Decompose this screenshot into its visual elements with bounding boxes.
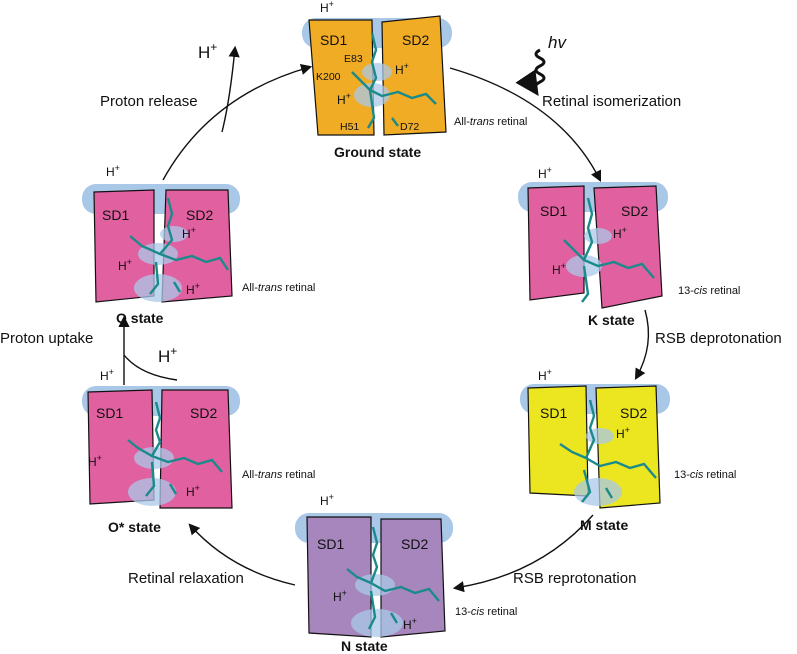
residue-d72: D72 [400, 121, 419, 133]
pocket-e83 [362, 63, 392, 81]
top-proton: H+ [106, 163, 120, 179]
top-proton: H+ [538, 367, 552, 383]
retinal-label: All-trans retinal [242, 469, 315, 481]
retinal-chain [129, 197, 229, 295]
proton-right: H+ [616, 425, 630, 441]
retinal-label: All-trans retinal [242, 282, 315, 294]
sd1-domain [527, 385, 589, 497]
sd2-label: SD2 [186, 207, 213, 223]
sd2-domain [595, 385, 661, 509]
sd1-domain [308, 19, 375, 136]
sd1-label: SD1 [317, 536, 344, 552]
proton-right: H+ [182, 225, 196, 241]
retinal-chain [127, 401, 223, 497]
state-name: N state [341, 638, 388, 654]
state-name: Ground state [334, 144, 421, 160]
sd1-label: SD1 [96, 405, 123, 421]
sd1-label: SD1 [540, 203, 567, 219]
sd2-label: SD2 [402, 32, 429, 48]
sd1-label: SD1 [540, 405, 567, 421]
sd1-label: SD1 [102, 207, 129, 223]
arrow-deprotonation [634, 309, 650, 380]
top-proton: H+ [100, 367, 114, 383]
retinal-chain [346, 526, 440, 630]
proton-mid: H+ [337, 91, 351, 107]
state-name: M state [580, 517, 628, 533]
sd2-domain [161, 189, 233, 303]
label-isomerization: Retinal isomerization [542, 93, 681, 110]
arrow-isomerization [449, 67, 602, 183]
state-name: O state [116, 310, 164, 326]
residue-k200: K200 [316, 71, 341, 83]
sd1-domain [306, 516, 372, 638]
proton-right: H+ [395, 61, 409, 77]
proton-mid: H+ [88, 453, 102, 469]
sd2-label: SD2 [401, 536, 428, 552]
sd2-label: SD2 [190, 405, 217, 421]
proton-mid: H+ [552, 261, 566, 277]
proton-right: H+ [403, 616, 417, 632]
proton-mid: H+ [118, 257, 132, 273]
residue-h51: H51 [340, 121, 359, 133]
label-release: Proton release [100, 93, 198, 110]
uptake-proton: H+ [158, 344, 177, 366]
label-relaxation: Retinal relaxation [128, 570, 244, 587]
proton-right: H+ [613, 225, 627, 241]
k-state: SD1 SD2 H+ H+ H+ K state 13-cis retinal [518, 165, 740, 328]
state-name: K state [588, 312, 635, 328]
label-reprotonation: RSB reprotonation [513, 570, 636, 587]
pocket-low [574, 478, 622, 506]
top-proton: H+ [538, 165, 552, 181]
retinal-label: 13-cis retinal [678, 285, 740, 297]
proton-low: H+ [186, 281, 200, 297]
sd2-domain [159, 389, 233, 509]
light-squiggle-icon [515, 48, 546, 96]
pocket-top [160, 226, 188, 242]
sd2-label: SD2 [621, 203, 648, 219]
cycle-arrows [118, 45, 650, 593]
state-name: O* state [108, 519, 161, 535]
m-state: SD1 SD2 H+ H+ M state 13-cis retinal [520, 367, 736, 533]
arrow-release [162, 64, 313, 181]
light-label: hv [548, 33, 567, 52]
retinal-label: 13-cis retinal [455, 606, 517, 618]
sd1-label: SD1 [320, 32, 347, 48]
arrow-reprotonation [452, 514, 594, 593]
arrow-uptake-proton [123, 354, 178, 381]
o-star-state: SD1 SD2 H+ H+ H+ O* state All-trans reti… [82, 367, 315, 535]
arrow-relaxation [188, 523, 296, 586]
n-state: SD1 SD2 H+ H+ H+ N state 13-cis retinal [295, 492, 517, 654]
pocket-k200 [354, 83, 390, 107]
label-deprotonation: RSB deprotonation [655, 330, 782, 347]
proton-right: H+ [186, 483, 200, 499]
retinal-chain [559, 399, 657, 503]
arrow-release-proton [221, 45, 240, 133]
residue-e83: E83 [344, 53, 363, 65]
proton-mid: H+ [333, 588, 347, 604]
pocket-low [134, 274, 182, 302]
top-proton: H+ [320, 492, 334, 508]
retinal-chain [351, 32, 437, 129]
retinal-label: 13-cis retinal [674, 469, 736, 481]
released-proton: H+ [198, 40, 217, 62]
label-uptake: Proton uptake [0, 330, 93, 347]
ground-state: SD1 SD2 H+ E83 K200 H51 D72 H+ H+ Ground… [302, 0, 527, 160]
sd2-label: SD2 [620, 405, 647, 421]
retinal-chain [563, 197, 655, 303]
top-proton: H+ [320, 0, 334, 15]
sd2-domain [380, 518, 446, 638]
pocket-low [128, 478, 176, 506]
retinal-label: All-trans retinal [454, 116, 527, 128]
pocket-low [351, 609, 403, 637]
o-state: SD1 SD2 H+ H+ H+ H+ O state All-trans re… [82, 163, 315, 326]
